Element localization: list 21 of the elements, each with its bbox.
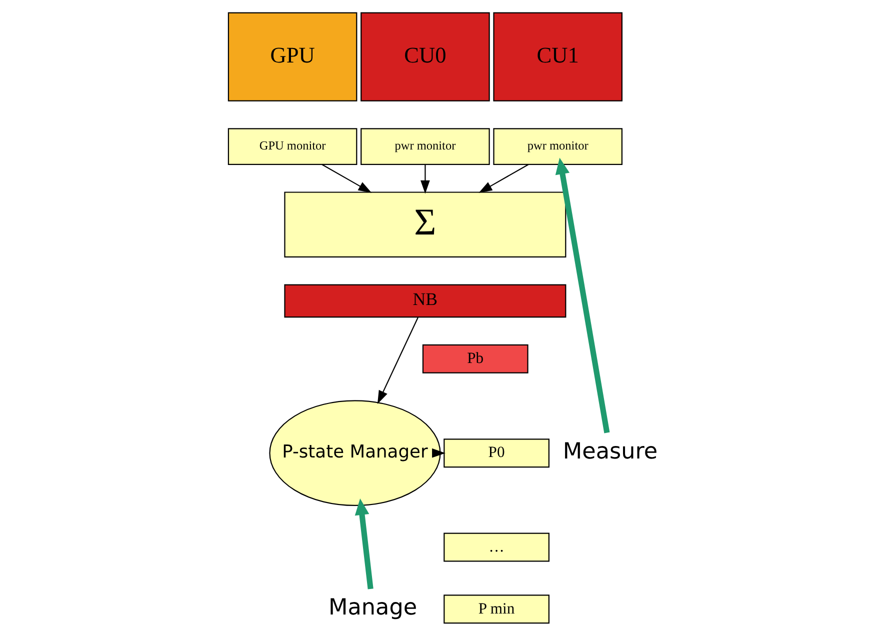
arrow — [478, 164, 528, 193]
node-text: Measure — [562, 438, 658, 465]
arrow — [432, 448, 445, 458]
arrow — [354, 498, 373, 590]
arrow — [321, 164, 372, 193]
node-box: NB — [284, 284, 566, 318]
node-box: … — [443, 532, 549, 562]
node-text: Manage — [328, 594, 417, 621]
node-box: GPU monitor — [227, 128, 357, 165]
node-box: Pb — [422, 344, 528, 374]
node-box: pwr monitor — [360, 128, 490, 165]
node-box: GPU — [227, 12, 357, 102]
node-box: CU0 — [360, 12, 490, 102]
arrow — [376, 317, 418, 404]
node-box: pwr monitor — [492, 128, 622, 165]
node-box: P min — [443, 594, 549, 624]
arrow — [554, 158, 610, 434]
arrow — [420, 164, 430, 194]
node-box: P0 — [443, 438, 549, 468]
node-box: Σ — [284, 192, 566, 258]
node-box: CU1 — [492, 12, 622, 102]
